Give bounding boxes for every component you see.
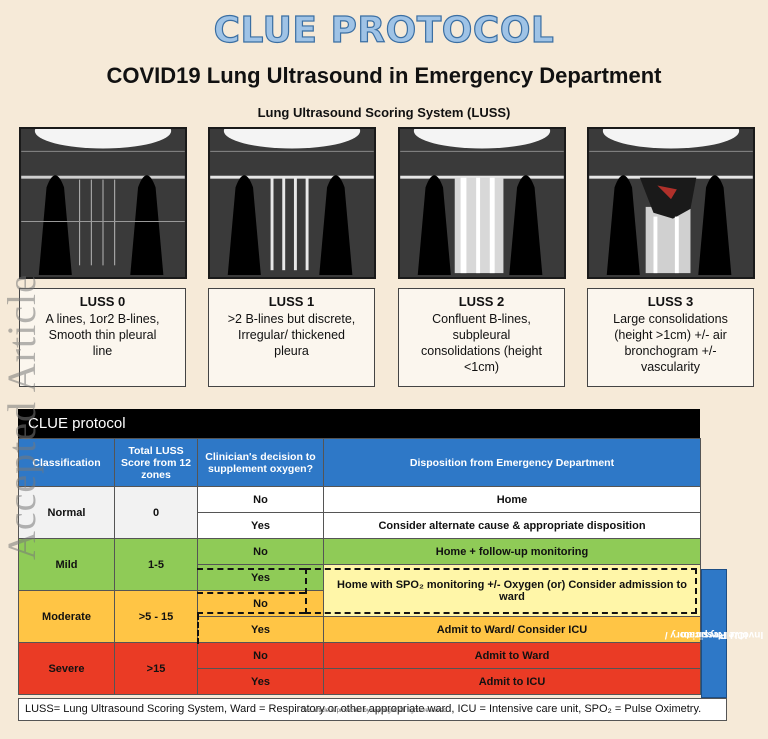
page-title: CLUE PROTOCOL: [213, 9, 555, 51]
ultrasound-image-luss2: [398, 127, 566, 279]
luss-box-3: LUSS 3 Large consolidations (height >1cm…: [587, 288, 754, 387]
oxygen-no: No: [197, 590, 324, 617]
oxygen-yes: Yes: [197, 564, 324, 591]
disposition-cell: Home + follow-up monitoring: [323, 538, 701, 565]
luss-line: Irregular/ thickened: [237, 328, 345, 342]
table-row: Mild 1-5 No Home + follow-up monitoring: [18, 538, 701, 591]
footer-legend: LUSS= Lung Ultrasound Scoring System, Wa…: [18, 698, 727, 721]
luss-heading: Lung Ultrasound Scoring System (LUSS): [257, 105, 511, 120]
table-row: Severe >15 No Admit to Ward: [18, 642, 701, 695]
oxygen-yes: Yes: [197, 512, 324, 539]
disposition-cell: Consider alternate cause & appropriate d…: [323, 512, 701, 539]
luss-line: vascularity: [640, 360, 701, 374]
luss-line: bronchogram +/-: [624, 344, 717, 358]
ultrasound-image-luss0: [19, 127, 187, 279]
page-subtitle: COVID19 Lung Ultrasound in Emergency Dep…: [106, 63, 662, 88]
header-total-luss: Total LUSS Score from 12 zones: [114, 438, 198, 487]
table-row: Yes Home with SPO₂ monitoring +/- Oxygen…: [19, 564, 701, 617]
table-row: Normal 0 No Home: [18, 486, 701, 539]
oxygen-no: No: [197, 538, 324, 565]
ultrasound-image-luss3: [587, 127, 755, 279]
class-severe: Severe: [18, 642, 115, 695]
luss-box-0: LUSS 0 A lines, 1or2 B-lines, Smooth thi…: [19, 288, 186, 387]
luss-title: LUSS 1: [268, 294, 315, 309]
luss-line: pleura: [274, 344, 309, 358]
luss-line: A lines, 1or2 B-lines,: [45, 312, 160, 326]
oxygen-no: No: [197, 486, 324, 513]
score-severe: >15: [114, 642, 198, 695]
luss-title: LUSS 2: [458, 294, 505, 309]
copyright-watermark: This article is protected by copyright. …: [300, 708, 449, 714]
class-normal: Normal: [18, 486, 115, 539]
accepted-article-watermark: Accepted Article: [0, 274, 44, 560]
disposition-cell: Admit to Ward/ Consider ICU: [323, 616, 701, 643]
disposition-cell: Admit to ICU: [323, 668, 701, 695]
luss-line: Large consolidations: [613, 312, 728, 326]
table-header-row: Classification Total LUSS Score from 12 …: [18, 438, 701, 487]
table-caption: CLUE protocol: [18, 409, 700, 438]
header-oxygen-decision: Clinician's decision to supplement oxyge…: [197, 438, 324, 487]
luss-title: LUSS 0: [79, 294, 126, 309]
table-row: Yes Admit to ICU: [19, 668, 701, 695]
involve-physician-label: Involve Respiratory /ICU Physician: [665, 569, 763, 698]
luss-line: Smooth thin pleural: [48, 328, 157, 342]
luss-line: >2 B-lines but discrete,: [227, 312, 356, 326]
disposition-shared: Home with SPO₂ monitoring +/- Oxygen (or…: [323, 564, 701, 617]
luss-line: Confluent B-lines,: [432, 312, 531, 326]
luss-line: subpleural: [452, 328, 511, 342]
clue-protocol-table: CLUE protocol Classification Total LUSS …: [18, 409, 701, 695]
score-moderate: >5 - 15: [114, 590, 198, 643]
header-disposition: Disposition from Emergency Department: [323, 438, 701, 487]
score-normal: 0: [114, 486, 198, 539]
table-row: Yes Admit to Ward/ Consider ICU: [19, 616, 701, 643]
disposition-cell: Home: [323, 486, 701, 513]
luss-box-2: LUSS 2 Confluent B-lines, subpleural con…: [398, 288, 565, 387]
luss-line: consolidations (height: [421, 344, 542, 358]
class-moderate: Moderate: [18, 590, 115, 643]
side-label-line2: ICU Physician: [680, 628, 748, 640]
luss-line: <1cm): [463, 360, 500, 374]
luss-line: (height >1cm) +/- air: [614, 328, 727, 342]
class-mild: Mild: [18, 538, 115, 591]
luss-box-1: LUSS 1 >2 B-lines but discrete, Irregula…: [208, 288, 375, 387]
luss-line: line: [92, 344, 113, 358]
header-classification: Classification: [18, 438, 115, 487]
disposition-cell: Admit to Ward: [323, 642, 701, 669]
oxygen-yes: Yes: [197, 616, 324, 643]
oxygen-yes: Yes: [197, 668, 324, 695]
score-mild: 1-5: [114, 538, 198, 591]
ultrasound-image-luss1: [208, 127, 376, 279]
oxygen-no: No: [197, 642, 324, 669]
luss-title: LUSS 3: [647, 294, 694, 309]
